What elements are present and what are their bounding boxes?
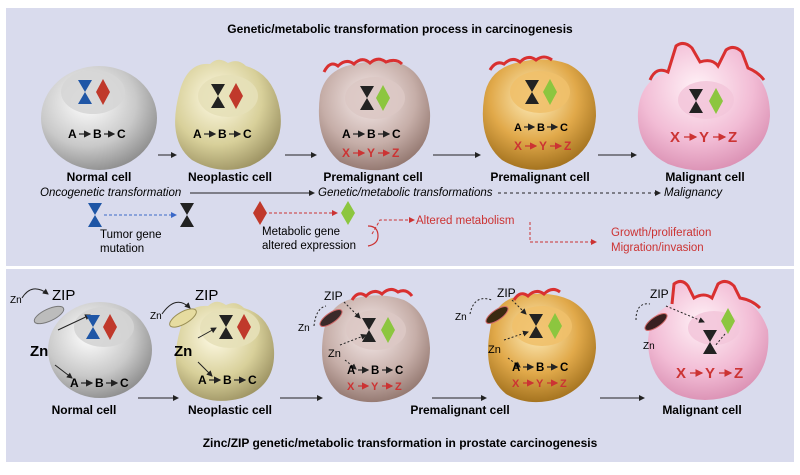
svg-text:B: B <box>371 365 379 377</box>
svg-text:B: B <box>536 362 544 374</box>
bottom-normal-cell: ZIP Zn Zn A B C <box>10 287 152 398</box>
svg-text:altered expression: altered expression <box>262 240 356 252</box>
altered-metabolism-label: Altered metabolism <box>416 215 514 227</box>
svg-text:ZIP: ZIP <box>52 287 75 304</box>
svg-text:ZIP: ZIP <box>324 289 343 303</box>
svg-text:Zn: Zn <box>488 344 501 356</box>
svg-text:Y: Y <box>539 139 547 153</box>
svg-text:Y: Y <box>367 146 375 160</box>
svg-text:Zn: Zn <box>298 323 310 334</box>
tumor-gene-legend: Tumor gene mutation <box>88 203 194 255</box>
bottom-premalignant-cell-2: ZIP Zn Zn A B C X Y Z <box>455 286 596 403</box>
svg-text:B: B <box>95 376 104 390</box>
tumor-gene-blue-icon <box>78 80 92 104</box>
top-premalignant-cell-1: A B C X Y Z <box>318 57 431 171</box>
svg-text:A: A <box>193 127 202 141</box>
svg-text:Zn: Zn <box>328 348 341 360</box>
svg-text:A: A <box>70 376 79 390</box>
svg-text:ZIP: ZIP <box>497 286 516 300</box>
svg-text:ZIP: ZIP <box>195 287 218 304</box>
bottom-cell-label-4: Malignant cell <box>662 403 741 417</box>
svg-text:C: C <box>120 376 129 390</box>
svg-text:A: A <box>514 122 522 134</box>
svg-text:A: A <box>342 127 351 141</box>
svg-text:X: X <box>347 381 355 393</box>
migration-label: Migration/invasion <box>611 242 704 254</box>
bottom-malignant-cell: ZIP Zn X Y Z <box>635 279 769 400</box>
svg-text:X: X <box>676 365 686 382</box>
svg-text:C: C <box>248 373 257 387</box>
svg-text:Z: Z <box>392 146 399 160</box>
svg-text:A: A <box>347 365 355 377</box>
svg-text:A: A <box>198 373 207 387</box>
genetic-metabolic-label: Genetic/metabolic transformations <box>318 187 493 199</box>
svg-text:B: B <box>218 127 227 141</box>
top-malignant-cell: X Y Z <box>637 41 770 171</box>
top-cell-label-5: Malignant cell <box>665 170 744 184</box>
svg-text:Zn: Zn <box>643 341 655 352</box>
svg-text:C: C <box>243 127 252 141</box>
bottom-neoplastic-cell: ZIP Zn Zn A B C <box>150 287 275 401</box>
top-title: Genetic/metabolic transformation process… <box>227 22 573 36</box>
svg-text:Z: Z <box>734 365 743 382</box>
svg-text:ZIP: ZIP <box>650 287 669 301</box>
svg-text:Z: Z <box>560 378 567 390</box>
svg-text:X: X <box>342 146 350 160</box>
svg-text:Z: Z <box>395 381 402 393</box>
top-cell-label-2: Neoplastic cell <box>188 170 272 184</box>
svg-text:Zn: Zn <box>174 343 192 360</box>
svg-text:Z: Z <box>564 139 571 153</box>
svg-text:C: C <box>117 127 126 141</box>
svg-text:Metabolic gene: Metabolic gene <box>262 226 340 238</box>
oncogenetic-label: Oncogenetic transformation <box>40 187 181 199</box>
svg-text:C: C <box>395 365 403 377</box>
svg-text:C: C <box>560 122 568 134</box>
svg-text:Zn: Zn <box>10 295 22 306</box>
svg-text:X: X <box>670 129 680 146</box>
svg-text:Y: Y <box>699 129 709 146</box>
svg-text:X: X <box>512 378 520 390</box>
svg-text:X: X <box>514 139 522 153</box>
svg-text:B: B <box>93 127 102 141</box>
top-cell-label-3: Premalignant cell <box>323 170 422 184</box>
metabolic-gene-legend: Metabolic gene altered expression Altere… <box>253 201 711 254</box>
membrane-ruffle <box>322 57 404 73</box>
top-cell-label-1: Normal cell <box>67 170 132 184</box>
svg-text:B: B <box>537 122 545 134</box>
bottom-cell-label-1: Normal cell <box>52 403 117 417</box>
growth-label: Growth/proliferation <box>611 227 711 239</box>
svg-text:B: B <box>367 127 376 141</box>
malignancy-label: Malignancy <box>664 187 723 199</box>
svg-text:Zn: Zn <box>150 311 162 322</box>
svg-text:Z: Z <box>728 129 737 146</box>
svg-text:mutation: mutation <box>100 243 144 255</box>
svg-text:Y: Y <box>705 365 715 382</box>
top-neoplastic-cell: A B C <box>175 59 281 170</box>
bottom-cell-label-3: Premalignant cell <box>410 403 509 417</box>
top-cell-label-4: Premalignant cell <box>490 170 589 184</box>
bottom-title: Zinc/ZIP genetic/metabolic transformatio… <box>203 436 598 450</box>
svg-text:A: A <box>68 127 77 141</box>
svg-text:Tumor gene: Tumor gene <box>100 229 162 241</box>
svg-text:C: C <box>392 127 401 141</box>
svg-text:Zn: Zn <box>30 343 48 360</box>
svg-text:A: A <box>512 362 520 374</box>
metabolic-gene-red-icon <box>96 79 110 105</box>
svg-text:Y: Y <box>536 378 544 390</box>
top-premalignant-cell-2: A B C X Y Z <box>482 55 596 170</box>
top-normal-cell: A B C <box>41 66 157 170</box>
svg-text:C: C <box>560 362 568 374</box>
svg-text:Y: Y <box>371 381 379 393</box>
bottom-premalignant-cell-1: ZIP Zn Zn A B C X Y Z <box>298 287 430 403</box>
svg-text:B: B <box>223 373 232 387</box>
svg-text:Zn: Zn <box>455 312 467 323</box>
bottom-cell-label-2: Neoplastic cell <box>188 403 272 417</box>
